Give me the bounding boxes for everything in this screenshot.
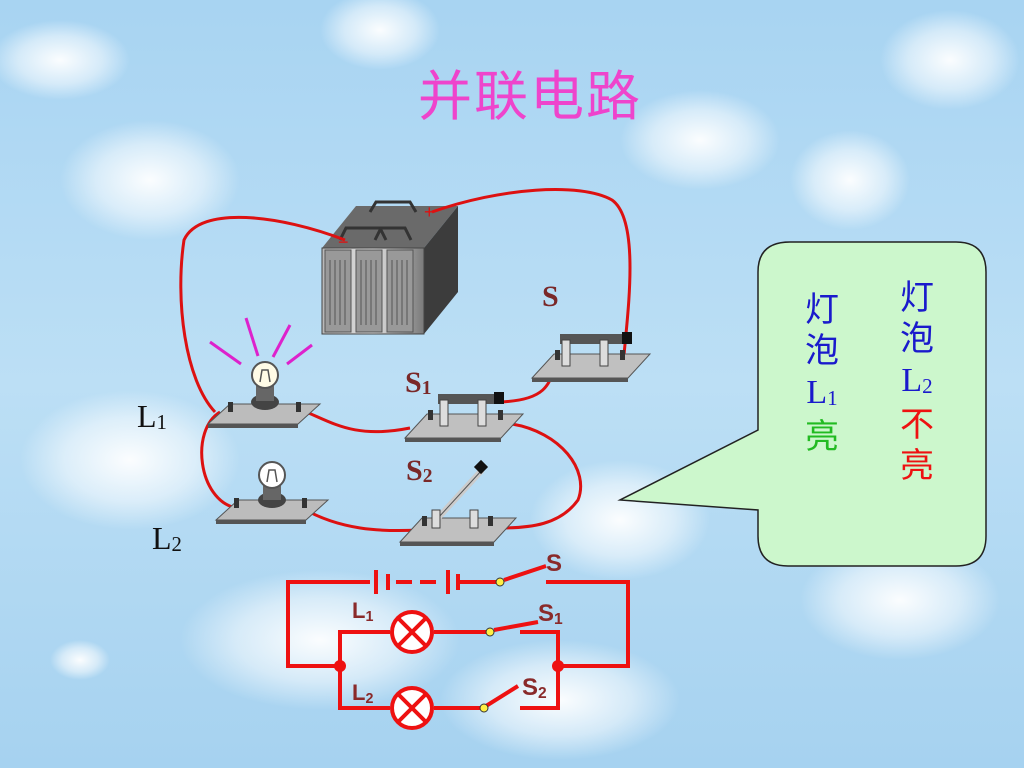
switch-s-icon <box>530 332 652 382</box>
illustration-wires <box>179 188 632 533</box>
lamp-l1-icon <box>206 317 322 428</box>
page-title: 并联电路 <box>418 65 642 128</box>
callout-l2-status: 灯 泡 L2 不 亮 <box>900 278 934 486</box>
schematic-label-s: S <box>546 550 563 577</box>
schematic-lamp-l2 <box>390 686 434 730</box>
label-lamp-l1: L1 <box>137 398 167 434</box>
schematic-label-s2: S2 <box>522 674 547 702</box>
battery-minus: − <box>338 232 349 252</box>
switch-s2-icon <box>398 459 518 546</box>
label-lamp-l2: L2 <box>152 520 182 556</box>
battery-plus: + <box>424 202 435 222</box>
schematic-label-l1: L1 <box>352 598 374 625</box>
schematic-label-s1: S1 <box>538 600 563 628</box>
label-switch-s: S <box>542 280 559 313</box>
schematic-label-l2: L2 <box>352 680 374 707</box>
label-switch-s2: S2 <box>406 454 433 487</box>
schematic-nodes <box>334 577 564 713</box>
lamp-l2-icon <box>214 461 330 524</box>
lit-rays <box>209 317 313 366</box>
schematic-wires <box>286 564 630 710</box>
switch-s1-icon <box>403 392 525 442</box>
callout-l1-status: 灯 泡 L1 亮 <box>805 290 839 457</box>
battery-icon <box>321 200 458 335</box>
schematic-lamp-l1 <box>390 610 434 654</box>
callout-bubble <box>617 241 987 567</box>
label-switch-s1: S1 <box>405 366 432 399</box>
